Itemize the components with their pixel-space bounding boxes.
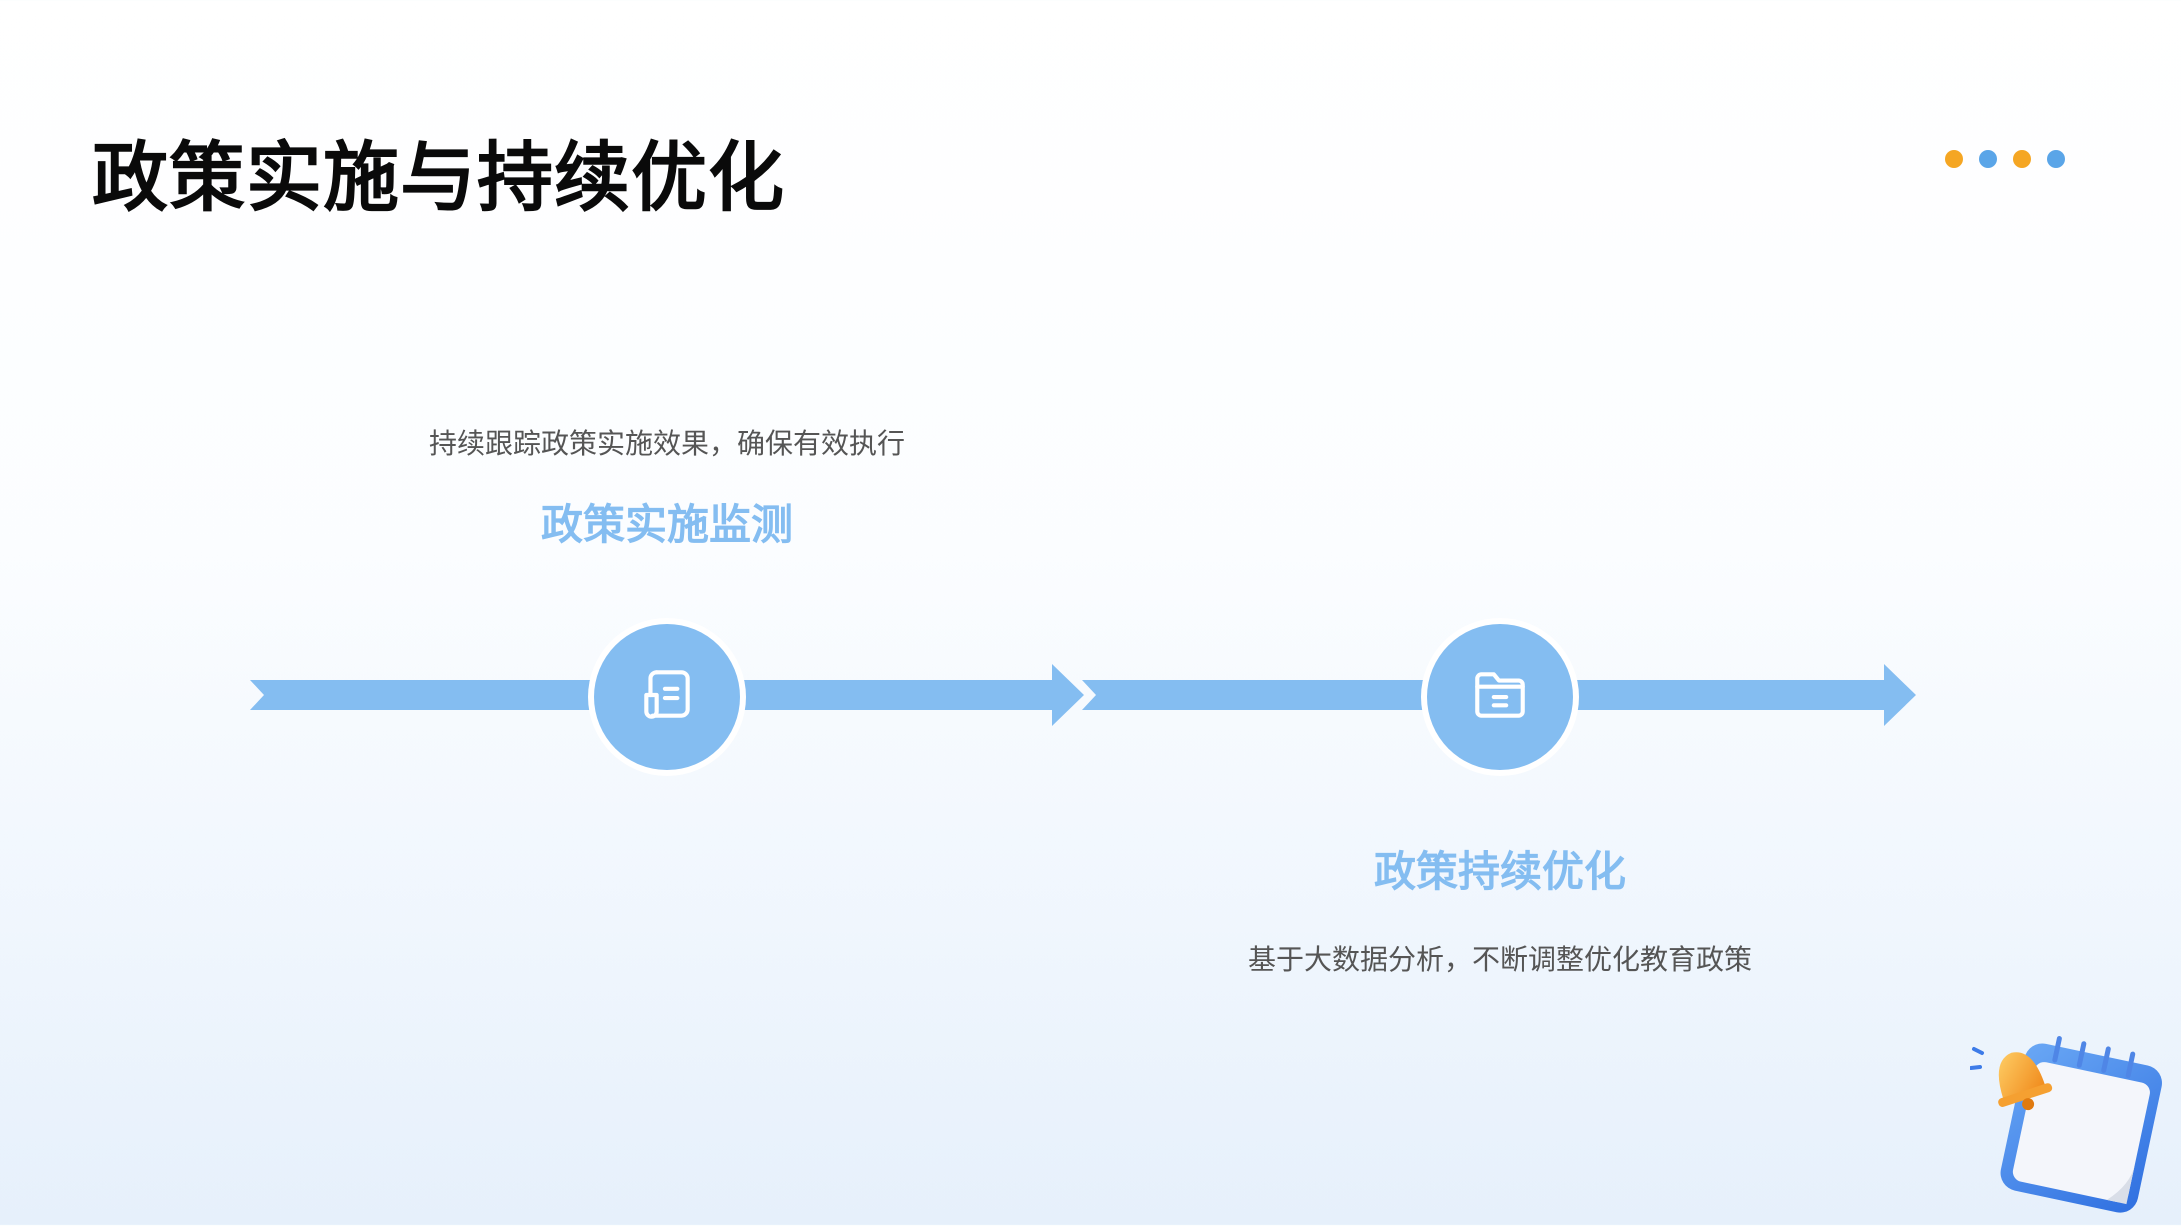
folder-icon — [1469, 664, 1531, 730]
step-node — [1427, 624, 1573, 770]
document-icon — [636, 664, 698, 730]
decorative-dots — [1945, 150, 2075, 170]
arrow-segment-2 — [744, 664, 1084, 726]
page-title: 政策实施与持续优化 — [92, 133, 785, 222]
calendar-bell-icon — [1969, 1025, 2180, 1225]
step-description: 持续跟踪政策实施效果，确保有效执行 — [428, 427, 905, 460]
arrow-segment-3 — [1082, 680, 1424, 710]
dot-orange — [2013, 150, 2031, 168]
arrow-segment-1 — [250, 680, 590, 710]
step-title: 政策持续优化 — [1373, 847, 1626, 896]
step-node — [594, 624, 740, 770]
dot-orange — [1945, 150, 1963, 168]
arrow-segment-4 — [1576, 664, 1916, 726]
step-description: 基于大数据分析，不断调整优化教育政策 — [1247, 943, 1752, 976]
step-title: 政策实施监测 — [540, 500, 793, 549]
dot-blue — [1979, 150, 1997, 168]
dot-blue — [2047, 150, 2065, 168]
